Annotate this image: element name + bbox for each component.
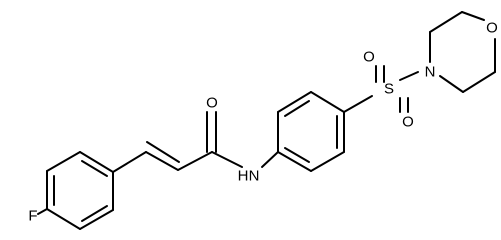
bond xyxy=(277,91,312,113)
bond xyxy=(343,95,373,113)
bond xyxy=(277,151,312,172)
bond xyxy=(46,208,81,230)
morpholine-nitrogen-label: N xyxy=(425,64,436,81)
amide-nh-h-label: H xyxy=(238,168,249,185)
bond xyxy=(79,151,114,173)
bond xyxy=(284,100,310,117)
bond xyxy=(81,160,108,177)
bond xyxy=(146,141,180,163)
bond xyxy=(429,11,463,33)
bond xyxy=(81,205,108,222)
bond xyxy=(211,151,243,168)
bond xyxy=(310,91,345,113)
bond xyxy=(399,71,419,81)
bond xyxy=(145,151,179,171)
amide-nitrogen-label: N xyxy=(249,168,260,185)
atom-labels: F H N O S O O N O xyxy=(28,20,497,225)
bond xyxy=(112,151,147,173)
bond xyxy=(37,208,48,215)
sulfonyl-oxygen-bottom-label: O xyxy=(402,114,414,131)
carbonyl-oxygen-label: O xyxy=(206,95,218,112)
sulfonyl-oxygen-top-label: O xyxy=(363,49,375,66)
bond xyxy=(284,147,310,163)
bond xyxy=(46,151,81,172)
fluorine-label: F xyxy=(28,208,37,225)
bond xyxy=(439,75,464,93)
bond xyxy=(310,151,345,172)
morpholine-oxygen-label: O xyxy=(486,20,498,37)
bond-lines xyxy=(37,11,496,230)
sulfur-label: S xyxy=(384,81,394,98)
molecule-structure: F H N O S O O N O xyxy=(28,11,498,230)
bond xyxy=(177,151,213,171)
bond xyxy=(261,151,279,168)
bond xyxy=(79,209,114,230)
bond xyxy=(461,11,485,21)
bond xyxy=(462,71,496,93)
